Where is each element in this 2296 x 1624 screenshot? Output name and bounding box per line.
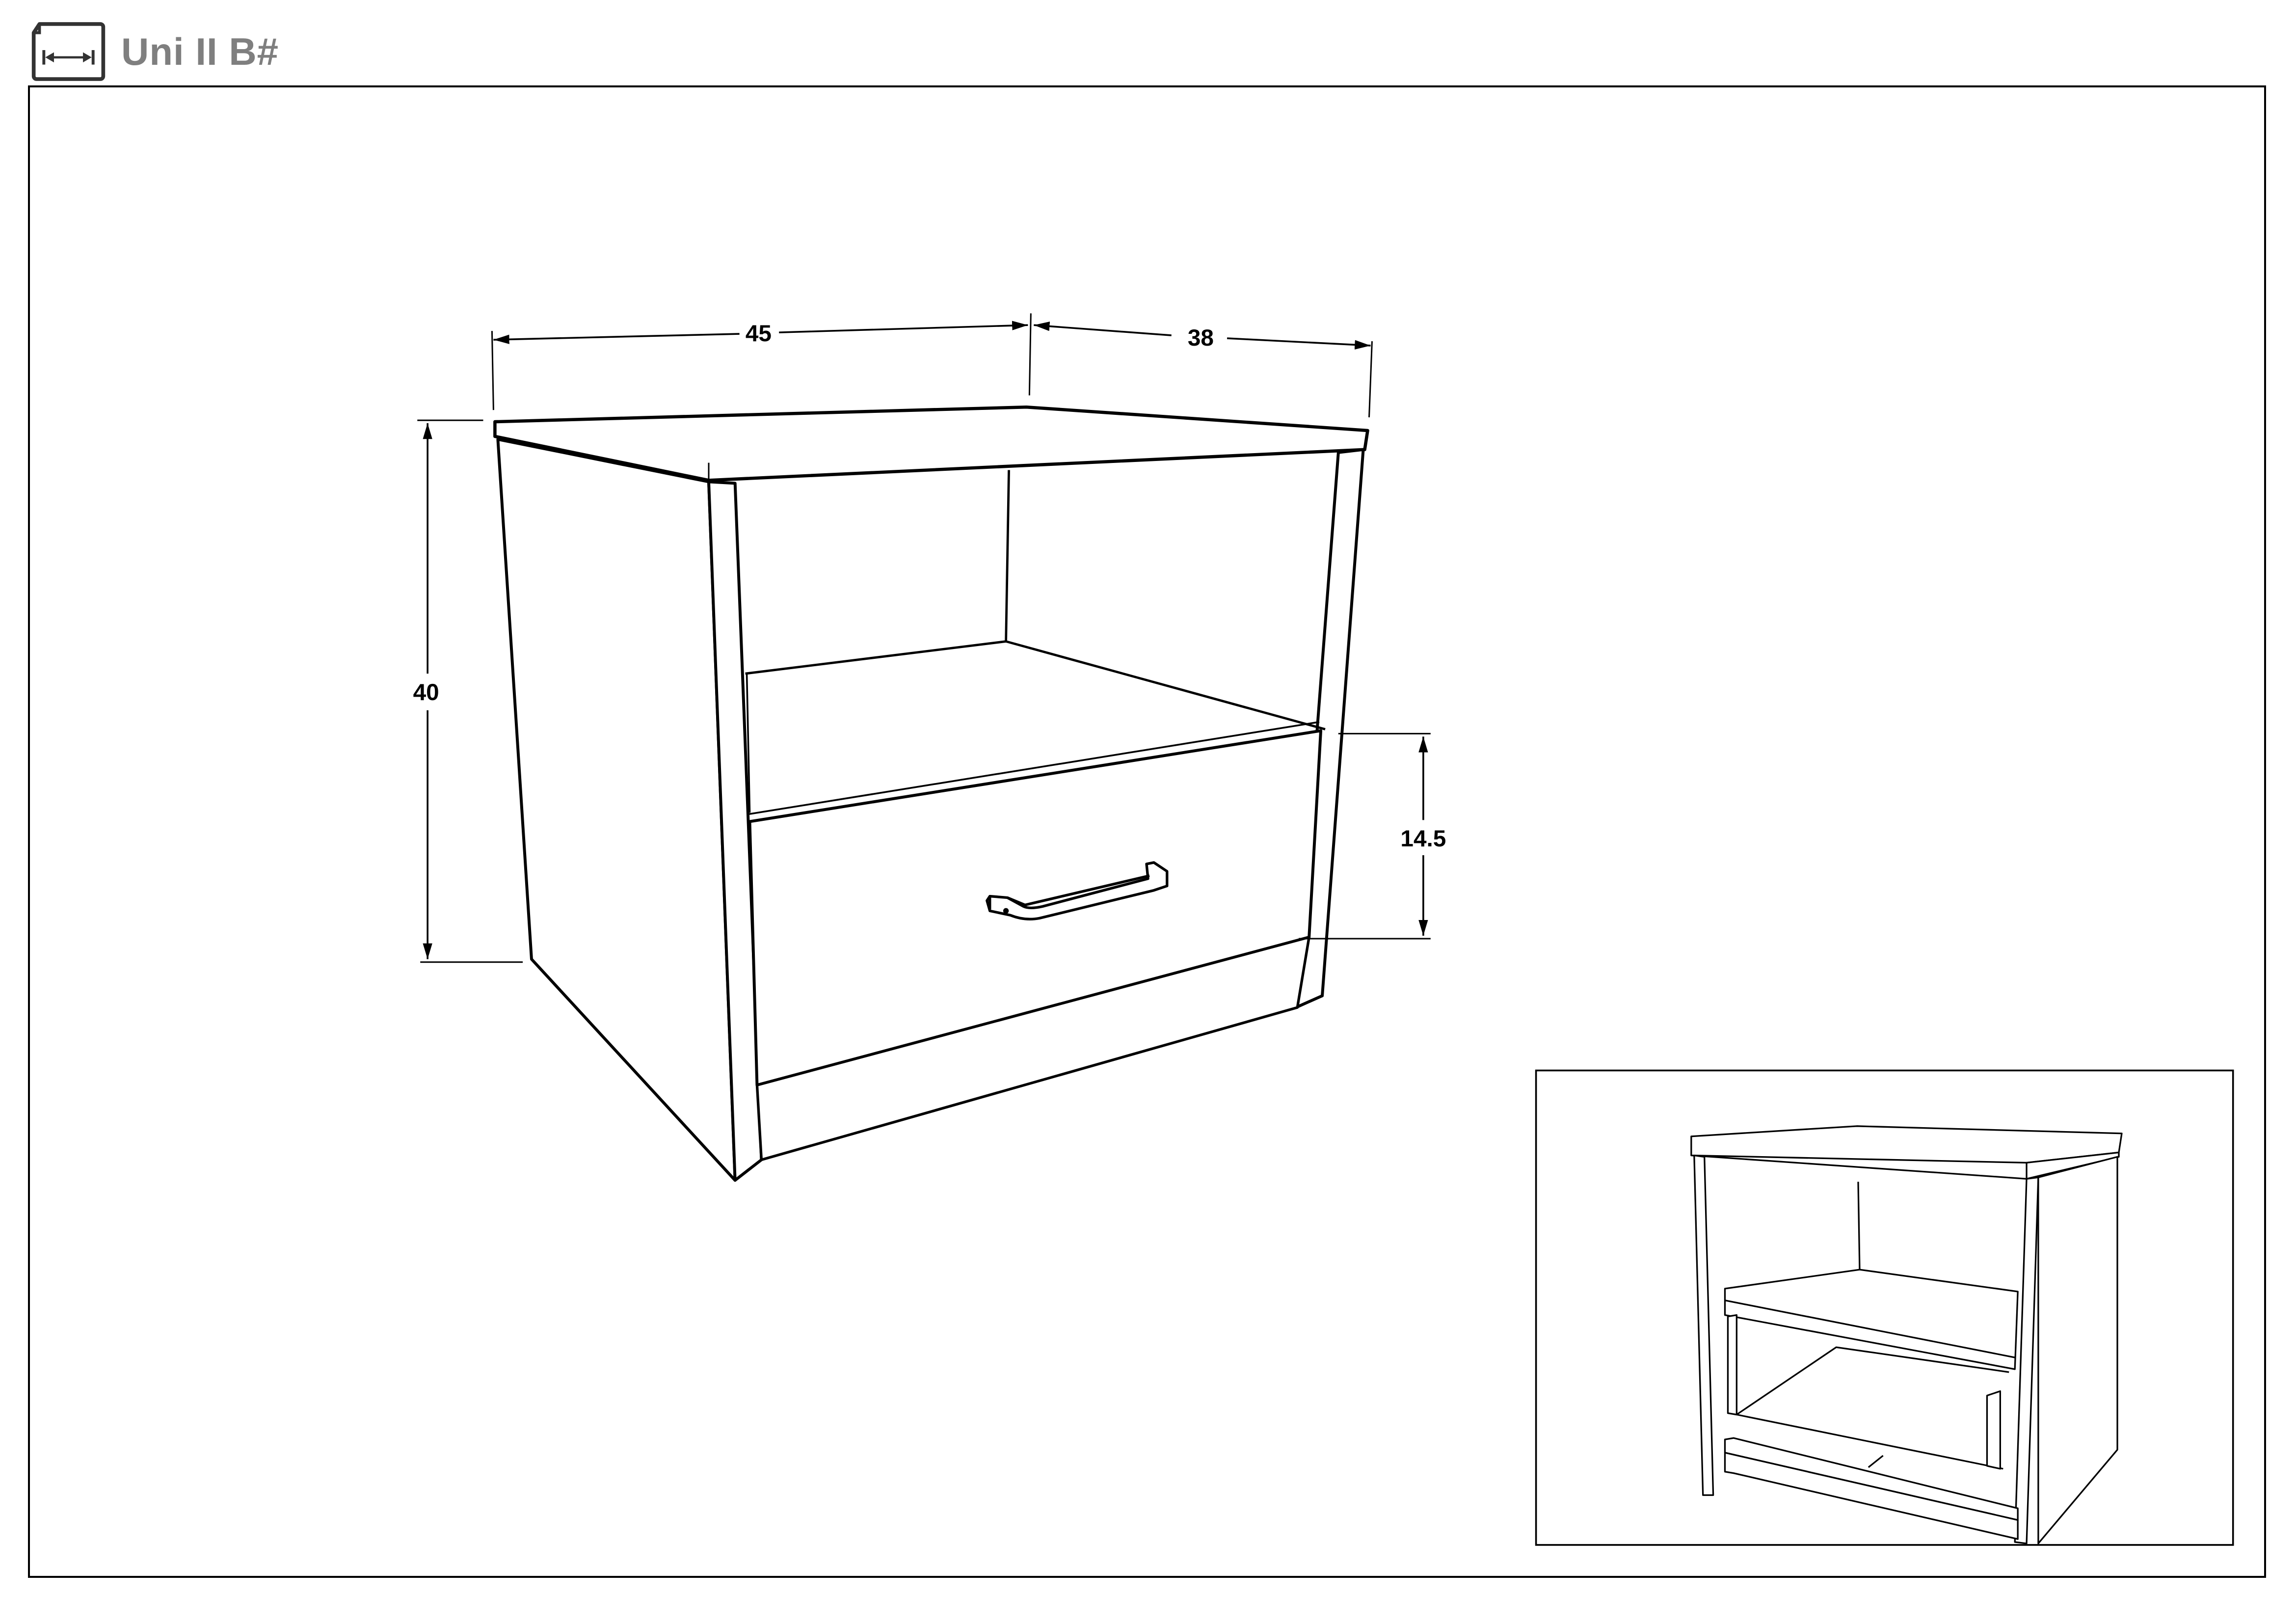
plinth xyxy=(755,936,1310,1162)
header: Uni II B# xyxy=(30,20,279,83)
cabinet-main-view xyxy=(493,405,1369,1182)
inset-right-stile xyxy=(2014,1176,2039,1544)
dimension-height-label: 40 xyxy=(413,679,439,705)
drawer-handle-icon xyxy=(986,861,1169,920)
inset-plinth xyxy=(1724,1437,2019,1521)
drawing-frame xyxy=(28,85,2266,1578)
dimension-sheet-icon xyxy=(31,22,106,81)
dimension-drawer-height-label: 14.5 xyxy=(1400,826,1446,852)
inset-left-side xyxy=(1693,1154,1714,1496)
dimension-width-label: 45 xyxy=(746,321,772,347)
inset-right-side xyxy=(2037,1156,2118,1544)
dimension-depth-label: 38 xyxy=(1188,325,1214,351)
shelf xyxy=(745,640,1326,731)
document-title: Uni II B# xyxy=(121,29,279,73)
dimension-lines xyxy=(417,313,1431,963)
left-side-panel xyxy=(496,437,737,1182)
cabinet-inset-view xyxy=(1690,1125,2123,1544)
inset-drawer-box xyxy=(1727,1314,1737,1416)
